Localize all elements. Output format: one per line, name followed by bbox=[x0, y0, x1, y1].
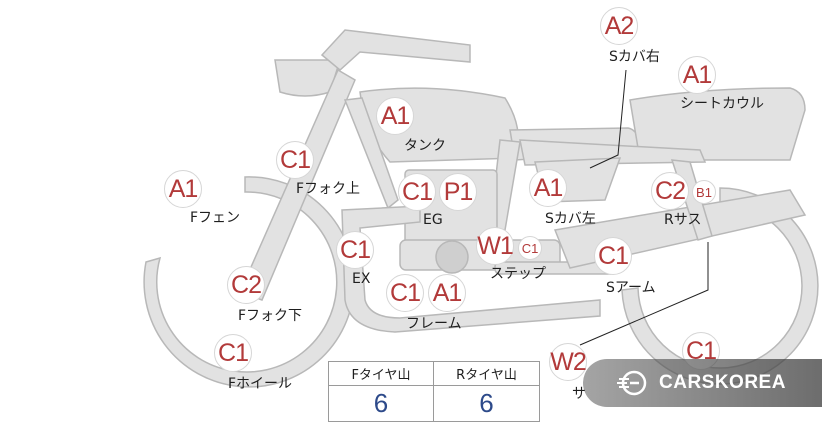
code-a1-tank: A1 bbox=[376, 97, 414, 135]
code-c2-fork-lower: C2 bbox=[227, 266, 265, 304]
code-a1-frame: A1 bbox=[428, 274, 466, 312]
front-tread-header: Fタイヤ山 bbox=[329, 362, 434, 386]
code-p1-engine: P1 bbox=[439, 173, 477, 211]
code-c1-exhaust: C1 bbox=[336, 231, 374, 269]
code-c2-rear-sus: C2 bbox=[651, 172, 689, 210]
watermark-text: CARSKOREA bbox=[659, 372, 786, 393]
engine-cover bbox=[435, 240, 469, 274]
label-seat-cowl: シートカウル bbox=[680, 96, 764, 112]
code-a1-seat-cowl: A1 bbox=[678, 56, 716, 94]
label-swingarm: Sアーム bbox=[606, 280, 656, 296]
label-frame: フレーム bbox=[406, 316, 462, 332]
code-c1-engine: C1 bbox=[398, 173, 436, 211]
label-cover-left: Sカバ左 bbox=[545, 211, 596, 227]
frame-downtube bbox=[343, 97, 399, 210]
label-front-wheel: Fホイール bbox=[228, 376, 293, 392]
code-w2-partial: W2 bbox=[549, 343, 587, 381]
rear-frame bbox=[519, 139, 707, 166]
rear-tread-value: 6 bbox=[479, 388, 494, 418]
label-tank: タンク bbox=[404, 138, 446, 154]
code-a1-fender: A1 bbox=[164, 170, 202, 208]
code-a1-cover-left: A1 bbox=[529, 169, 567, 207]
leader-swingarm bbox=[579, 242, 709, 346]
handlebar bbox=[320, 29, 471, 71]
label-fork-lower: Fフォク下 bbox=[238, 308, 303, 324]
code-w1-step: W1 bbox=[476, 227, 514, 265]
leader-cover-right bbox=[589, 69, 627, 169]
code-a2-cover-right: A2 bbox=[600, 7, 638, 45]
label-engine: EG bbox=[423, 212, 443, 228]
label-step: ステップ bbox=[490, 266, 546, 282]
label-rear-sus: Rサス bbox=[664, 212, 702, 228]
label-fork-upper: Fフォク上 bbox=[296, 181, 361, 197]
code-c1-fork-upper: C1 bbox=[276, 141, 314, 179]
label-cover-right: Sカバ右 bbox=[609, 49, 660, 65]
tire-tread-table: Fタイヤ山 Rタイヤ山 6 6 bbox=[328, 361, 540, 422]
code-b1-rear-sus: B1 bbox=[692, 180, 716, 204]
front-fork bbox=[238, 68, 356, 301]
code-c1-step: C1 bbox=[518, 236, 542, 260]
carskorea-watermark: CARSKOREA bbox=[583, 359, 822, 407]
label-fender: Fフェン bbox=[190, 210, 241, 226]
code-c1-swingarm: C1 bbox=[594, 237, 632, 275]
rear-tread-header: Rタイヤ山 bbox=[434, 362, 539, 386]
label-partial: サ bbox=[572, 386, 586, 402]
carskorea-logo-icon bbox=[617, 370, 647, 396]
rear-wheel bbox=[621, 187, 819, 385]
front-tread-value: 6 bbox=[329, 386, 434, 421]
exhaust-pipe bbox=[341, 205, 601, 333]
code-c1-front-wheel: C1 bbox=[214, 334, 252, 372]
label-exhaust: EX bbox=[352, 271, 371, 287]
code-c1-frame: C1 bbox=[386, 274, 424, 312]
seat-cowl bbox=[629, 87, 806, 161]
